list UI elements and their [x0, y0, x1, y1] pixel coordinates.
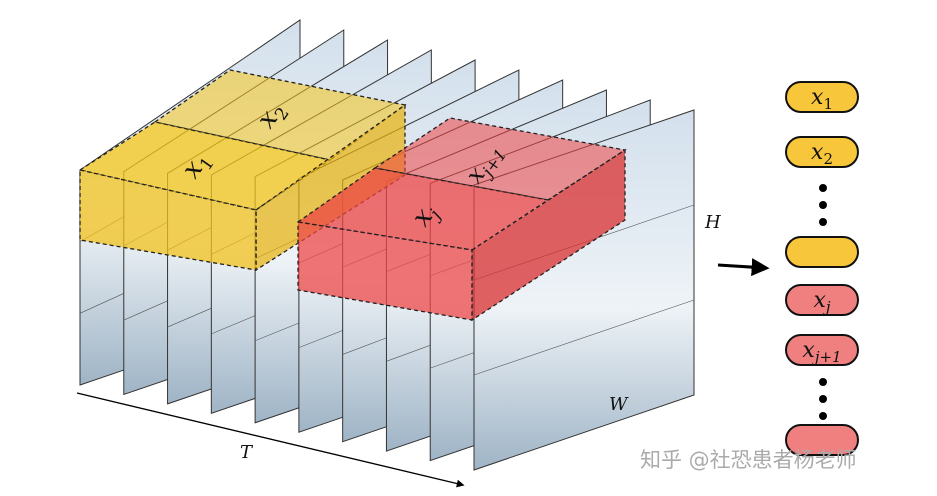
token-label: x1 [811, 85, 833, 113]
token [785, 236, 859, 268]
token-label: xj+1 [802, 338, 841, 366]
token-pill [785, 334, 859, 366]
tubelet-x1-front [79, 169, 257, 271]
token-pill [785, 236, 859, 268]
tubelet-xj-top [296, 167, 550, 251]
token [785, 424, 859, 456]
token-pill [785, 284, 859, 316]
ellipsis-dot [819, 395, 827, 403]
token: xj+1 [785, 334, 859, 366]
time-axis-arrow [76, 392, 465, 488]
ellipsis-dot [819, 412, 827, 420]
token-pill [785, 424, 859, 456]
ellipsis-dot [819, 378, 827, 386]
token-pill [785, 81, 859, 113]
projection-arrow [717, 258, 770, 277]
axis-label-time: T [240, 442, 254, 463]
ellipsis-dot [819, 184, 827, 192]
ellipsis-dot [819, 218, 827, 226]
token-label: xj [813, 288, 830, 316]
tubelet-xj-front [297, 221, 473, 321]
token-label: x2 [811, 140, 833, 168]
ellipsis-dot [819, 201, 827, 209]
token-sequence: x1 x2 xj xj+1 [785, 81, 859, 456]
yellow-tubelets [78, 69, 407, 272]
patch-grid-line [473, 299, 695, 376]
token: x2 [785, 136, 859, 168]
watermark: 知乎 @社恐患者杨老师 [640, 448, 857, 472]
axis-label-height: H [704, 212, 721, 233]
red-tubelets [296, 117, 627, 322]
token: xj [785, 284, 859, 316]
axis-label-width: W [609, 394, 629, 415]
token-pill [785, 136, 859, 168]
token: x1 [785, 81, 859, 113]
